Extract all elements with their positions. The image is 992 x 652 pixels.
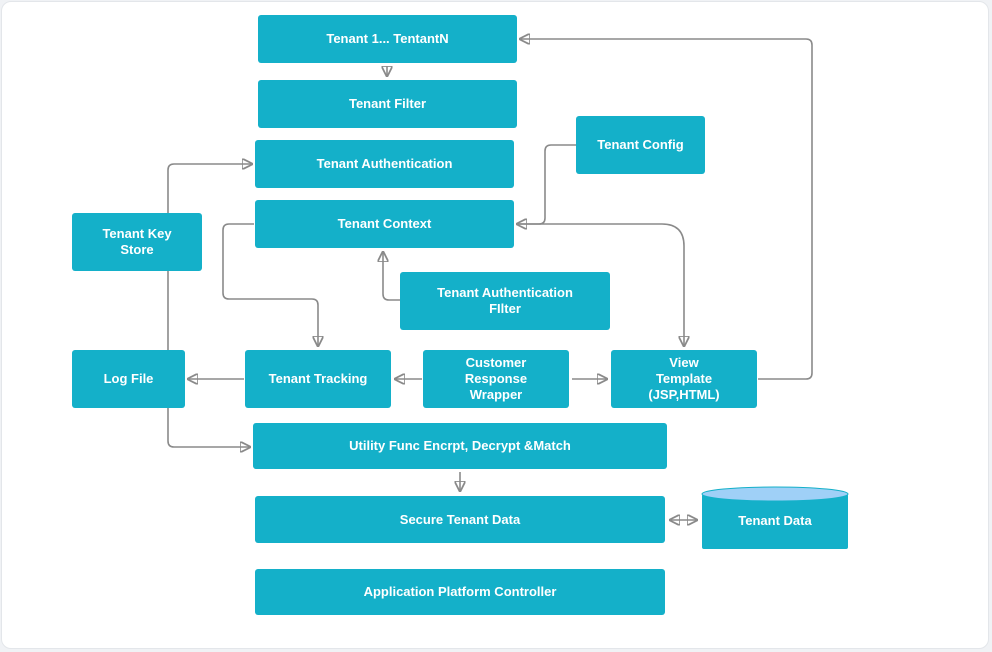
tenant-data-cylinder-top bbox=[701, 486, 849, 502]
utility-func-node: Utility Func Encrpt, Decrypt &Match bbox=[253, 423, 667, 469]
application-platform-controller-node: Application Platform Controller bbox=[255, 569, 665, 615]
tenant-filter-node: Tenant Filter bbox=[258, 80, 517, 128]
view-template-node: View Template (JSP,HTML) bbox=[611, 350, 757, 408]
arrow-keystore-to-auth bbox=[167, 164, 252, 350]
secure-tenant-data-node: Secure Tenant Data bbox=[255, 496, 665, 543]
tenant-context-node: Tenant Context bbox=[255, 200, 514, 248]
arrow-context-to-tracking bbox=[222, 223, 318, 346]
tenant-data-label: Tenant Data bbox=[738, 512, 812, 528]
arrow-log-to-utility bbox=[167, 408, 250, 447]
customer-response-wrapper-node: Customer Response Wrapper bbox=[423, 350, 569, 408]
tenant-data-cylinder-body bbox=[702, 494, 848, 549]
log-file-node: Log File bbox=[72, 350, 185, 408]
tenant-key-store-node: Tenant Key Store bbox=[72, 213, 202, 271]
arrow-authfilter-to-context bbox=[383, 252, 400, 301]
tenants-node: Tenant 1... TentantN bbox=[258, 15, 517, 63]
arrow-view-to-tenants bbox=[520, 39, 813, 380]
arrow-context-to-view bbox=[516, 223, 684, 346]
tenant-config-node: Tenant Config bbox=[576, 116, 705, 174]
arrow-config-to-context bbox=[517, 144, 576, 224]
tenant-authentication-node: Tenant Authentication bbox=[255, 140, 514, 188]
tenant-authentication-filter-node: Tenant Authentication FIlter bbox=[400, 272, 610, 330]
tenant-tracking-node: Tenant Tracking bbox=[245, 350, 391, 408]
